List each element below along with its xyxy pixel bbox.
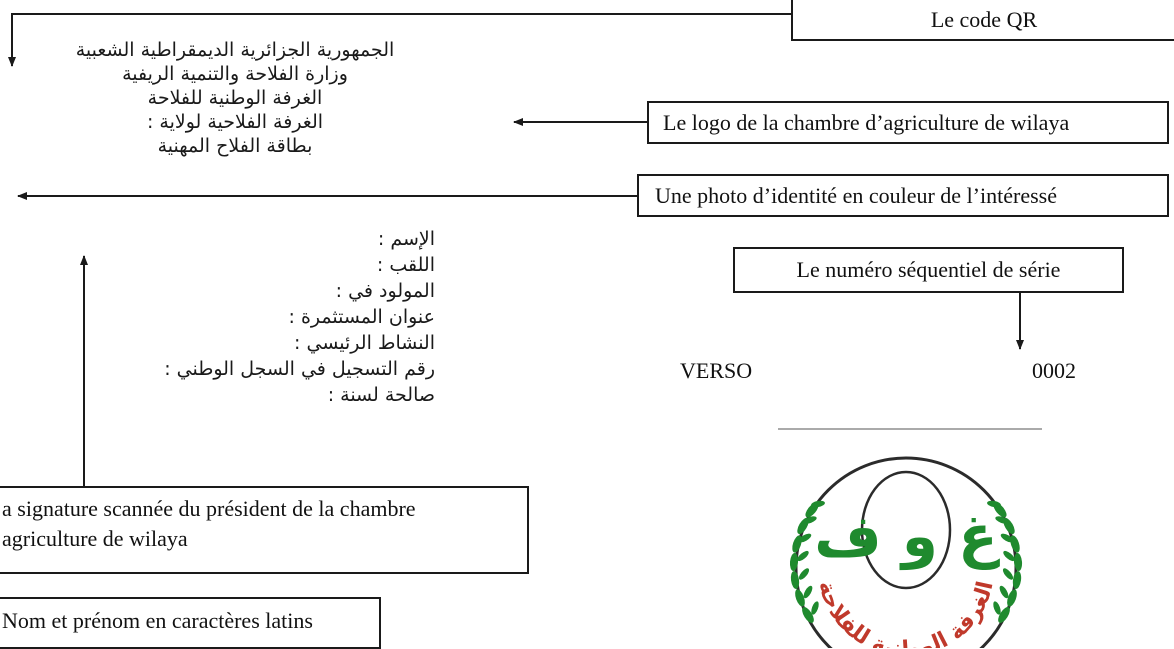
- header-ministry: وزارة الفلاحة والتنمية الريفية: [122, 63, 348, 85]
- photo-callout-box: Une photo d’identité en couleur de l’int…: [637, 174, 1169, 217]
- laurel-right: [987, 500, 1023, 623]
- field-last-name: اللقب :: [376, 254, 435, 276]
- field-main-activity: النشاط الرئيسي :: [294, 332, 435, 354]
- qr-callout-box: Le code QR: [791, 0, 1174, 41]
- serial-callout-label: Le numéro séquentiel de série: [796, 257, 1061, 282]
- signature-callout-box: a signature scannée du président de la c…: [0, 486, 529, 574]
- qr-callout-label: Le code QR: [930, 7, 1038, 32]
- logo-callout-box: Le logo de la chambre d’agriculture de w…: [647, 101, 1169, 144]
- header-card-title: بطاقة الفلاح المهنية: [157, 135, 313, 157]
- chamber-logo: غ و ف الغرفة الوطنية للفلاحة: [789, 456, 1023, 648]
- logo-monogram: غ و ف: [814, 502, 1000, 571]
- qr-arrow: [8, 13, 792, 67]
- signature-callout-line2: agriculture de wilaya: [2, 526, 188, 551]
- signature-callout-line1: a signature scannée du président de la c…: [2, 496, 416, 521]
- photo-callout-label: Une photo d’identité en couleur de l’int…: [655, 183, 1057, 208]
- header-national-chamber: الغرفة الوطنية للفلاحة: [147, 87, 323, 109]
- field-first-name: الإسم :: [377, 228, 435, 250]
- serial-number: 0002: [1032, 358, 1076, 383]
- laurel-left: [789, 500, 825, 623]
- logo-callout-label: Le logo de la chambre d’agriculture de w…: [663, 110, 1070, 135]
- field-registration-number: رقم التسجيل في السجل الوطني :: [164, 358, 435, 380]
- header-republic: الجمهورية الجزائرية الديمقراطية الشعبية: [75, 39, 395, 61]
- field-farm-address: عنوان المستثمرة :: [288, 306, 436, 328]
- serial-callout-box: Le numéro séquentiel de série: [733, 247, 1124, 293]
- name-callout-box: Nom et prénom en caractères latins: [0, 597, 381, 649]
- header-wilaya-chamber: الغرفة الفلاحية لولاية :: [146, 111, 324, 133]
- field-valid-year: صالحة لسنة :: [327, 384, 435, 406]
- verso-label: VERSO: [680, 358, 753, 383]
- field-birth-place: المولود في :: [335, 280, 435, 302]
- name-callout-label: Nom et prénom en caractères latins: [2, 608, 313, 633]
